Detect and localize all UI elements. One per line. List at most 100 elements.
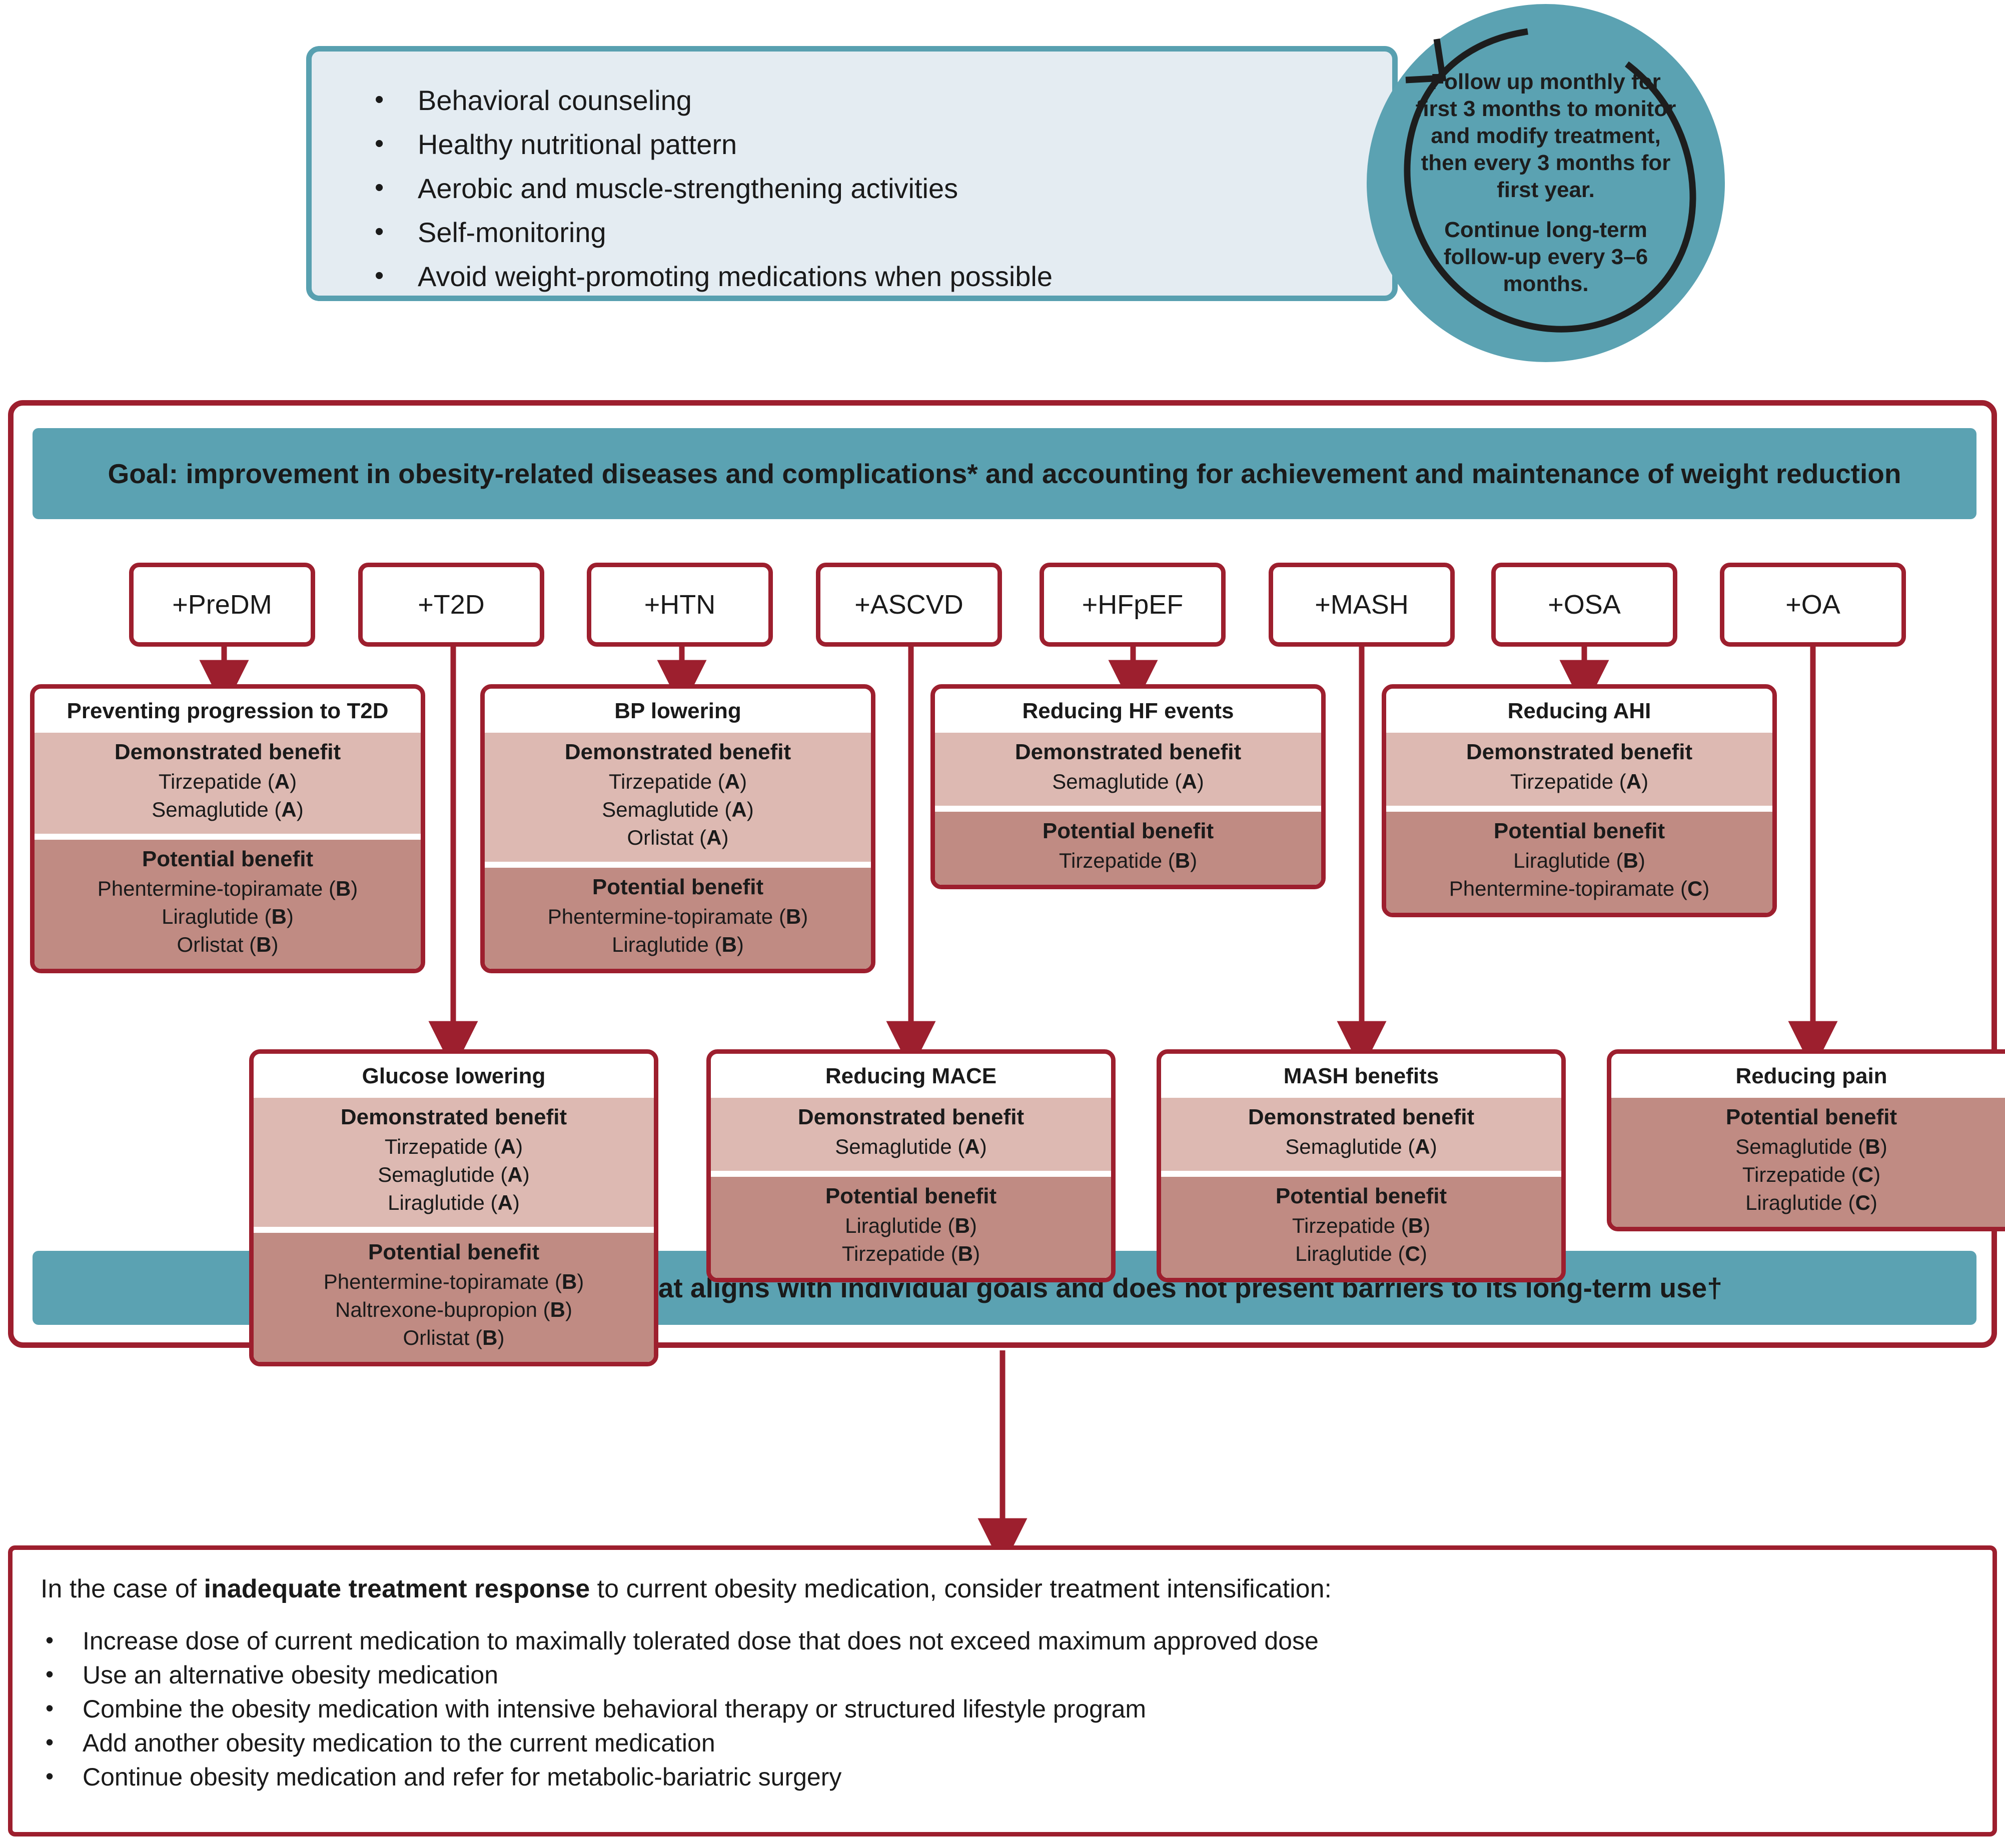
demonstrated-benefit-section: Demonstrated benefit Semaglutide (A) bbox=[935, 733, 1321, 806]
card-reducing-hf-events[interactable]: Reducing HF events Demonstrated benefit … bbox=[930, 684, 1326, 889]
medication-item: Orlistat (B) bbox=[403, 1326, 505, 1349]
condition-label: +ASCVD bbox=[854, 590, 963, 620]
card-bp-lowering[interactable]: BP lowering Demonstrated benefit Tirzepa… bbox=[480, 684, 875, 973]
demonstrated-benefit-section: Demonstrated benefit Tirzepatide (A) Sem… bbox=[485, 733, 871, 862]
medication-item: Semaglutide (B) bbox=[1735, 1135, 1887, 1158]
demonstrated-benefit-section: Demonstrated benefit Tirzepatide (A) bbox=[1386, 733, 1772, 806]
condition-pill-predm[interactable]: +PreDM bbox=[129, 563, 315, 647]
condition-pill-htn[interactable]: +HTN bbox=[587, 563, 773, 647]
potential-benefit-section: Potential benefit Liraglutide (B) Tirzep… bbox=[711, 1177, 1111, 1278]
medication-item: Semaglutide (A) bbox=[602, 798, 754, 821]
potential-benefit-section: Potential benefit Semaglutide (B) Tirzep… bbox=[1611, 1098, 2005, 1227]
list-item: Add another obesity medication to the cu… bbox=[41, 1725, 1964, 1760]
lifestyle-list: Behavioral counseling Healthy nutritiona… bbox=[312, 52, 1392, 299]
condition-pill-t2d[interactable]: +T2D bbox=[358, 563, 544, 647]
potential-benefit-section: Potential benefit Tirzepatide (B) bbox=[935, 812, 1321, 885]
section-heading: Potential benefit bbox=[142, 847, 314, 871]
section-heading: Demonstrated benefit bbox=[797, 1105, 1025, 1129]
list-item: Avoid weight-promoting medications when … bbox=[366, 254, 1392, 299]
section-heading: Potential benefit bbox=[825, 1184, 997, 1208]
potential-benefit-section: Potential benefit Tirzepatide (B) Liragl… bbox=[1161, 1177, 1561, 1278]
card-title: Reducing pain bbox=[1735, 1064, 1887, 1088]
list-item: Combine the obesity medication with inte… bbox=[41, 1691, 1964, 1726]
medication-item: Tirzepatide (A) bbox=[608, 770, 747, 793]
section-heading: Demonstrated benefit bbox=[1248, 1105, 1475, 1129]
medication-item: Naltrexone-bupropion (B) bbox=[335, 1298, 572, 1321]
card-glucose-lowering[interactable]: Glucose lowering Demonstrated benefit Ti… bbox=[249, 1049, 658, 1366]
potential-benefit-section: Potential benefit Phentermine-topiramate… bbox=[254, 1233, 654, 1362]
condition-pill-hfpef[interactable]: +HFpEF bbox=[1040, 563, 1226, 647]
intro-bold-phrase: inadequate treatment response bbox=[204, 1574, 590, 1603]
section-heading: Potential benefit bbox=[1725, 1105, 1897, 1129]
demonstrated-benefit-section: Demonstrated benefit Tirzepatide (A) Sem… bbox=[35, 733, 421, 834]
condition-label: +HTN bbox=[644, 590, 716, 620]
potential-benefit-section: Potential benefit Liraglutide (B) Phente… bbox=[1386, 812, 1772, 913]
lifestyle-interventions-box: Behavioral counseling Healthy nutritiona… bbox=[306, 46, 1398, 301]
condition-pill-mash[interactable]: +MASH bbox=[1269, 563, 1455, 647]
card-title: Reducing AHI bbox=[1507, 699, 1651, 723]
inadequate-response-box: In the case of inadequate treatment resp… bbox=[8, 1545, 1997, 1836]
section-heading: Potential benefit bbox=[592, 875, 764, 899]
condition-label: +OA bbox=[1785, 590, 1840, 620]
section-heading: Potential benefit bbox=[1493, 819, 1665, 843]
list-item: Aerobic and muscle-strengthening activit… bbox=[366, 166, 1392, 211]
potential-benefit-section: Potential benefit Phentermine-topiramate… bbox=[35, 840, 421, 969]
medication-item: Liraglutide (B) bbox=[612, 933, 744, 956]
medication-item: Liraglutide (B) bbox=[1513, 849, 1645, 872]
medication-item: Liraglutide (B) bbox=[845, 1214, 977, 1237]
condition-label: +OSA bbox=[1548, 590, 1621, 620]
section-heading: Demonstrated benefit bbox=[340, 1105, 567, 1129]
list-item: Behavioral counseling bbox=[366, 78, 1392, 123]
condition-label: +MASH bbox=[1315, 590, 1409, 620]
medication-item: Liraglutide (B) bbox=[162, 905, 294, 928]
goal-banner: Goal: improvement in obesity-related dis… bbox=[33, 428, 1976, 519]
medication-item: Semaglutide (A) bbox=[1052, 770, 1204, 793]
card-preventing-progression-to-t2d[interactable]: Preventing progression to T2D Demonstrat… bbox=[30, 684, 425, 973]
medication-item: Phentermine-topiramate (B) bbox=[97, 877, 358, 900]
medication-item: Liraglutide (A) bbox=[388, 1191, 520, 1214]
condition-label: +PreDM bbox=[172, 590, 272, 620]
medication-item: Tirzepatide (B) bbox=[1059, 849, 1198, 872]
card-title: Preventing progression to T2D bbox=[67, 699, 389, 723]
list-item: Use an alternative obesity medication bbox=[41, 1657, 1964, 1692]
card-title: MASH benefits bbox=[1283, 1064, 1439, 1088]
condition-label: +T2D bbox=[418, 590, 485, 620]
card-mash-benefits[interactable]: MASH benefits Demonstrated benefit Semag… bbox=[1157, 1049, 1566, 1282]
medication-item: Orlistat (A) bbox=[627, 826, 729, 849]
followup-text-primary: Follow up monthly for first 3 months to … bbox=[1415, 70, 1676, 202]
medication-item: Semaglutide (A) bbox=[152, 798, 304, 821]
condition-pill-oa[interactable]: +OA bbox=[1720, 563, 1906, 647]
card-reducing-pain[interactable]: Reducing pain Potential benefit Semaglut… bbox=[1607, 1049, 2005, 1231]
condition-pill-ascvd[interactable]: +ASCVD bbox=[816, 563, 1002, 647]
medication-item: Phentermine-topiramate (B) bbox=[323, 1270, 584, 1293]
demonstrated-benefit-section: Demonstrated benefit Semaglutide (A) bbox=[1161, 1098, 1561, 1171]
condition-pill-osa[interactable]: +OSA bbox=[1491, 563, 1677, 647]
medication-item: Semaglutide (A) bbox=[835, 1135, 987, 1158]
followup-circle: Follow up monthly for first 3 months to … bbox=[1367, 4, 1725, 362]
medication-item: Semaglutide (A) bbox=[378, 1163, 530, 1186]
medication-item: Tirzepatide (C) bbox=[1742, 1163, 1881, 1186]
card-title: Glucose lowering bbox=[362, 1064, 546, 1088]
list-item: Continue obesity medication and refer fo… bbox=[41, 1759, 1964, 1794]
potential-benefit-section: Potential benefit Phentermine-topiramate… bbox=[485, 868, 871, 969]
card-reducing-ahi[interactable]: Reducing AHI Demonstrated benefit Tirzep… bbox=[1382, 684, 1777, 917]
section-heading: Potential benefit bbox=[1042, 819, 1214, 843]
section-heading: Demonstrated benefit bbox=[564, 740, 791, 764]
medication-item: Liraglutide (C) bbox=[1745, 1191, 1877, 1214]
card-reducing-mace[interactable]: Reducing MACE Demonstrated benefit Semag… bbox=[706, 1049, 1116, 1282]
intensification-options-list: Increase dose of current medication to m… bbox=[41, 1623, 1964, 1794]
medication-item: Semaglutide (A) bbox=[1285, 1135, 1437, 1158]
section-heading: Demonstrated benefit bbox=[1015, 740, 1242, 764]
medication-item: Tirzepatide (A) bbox=[384, 1135, 523, 1158]
medication-item: Tirzepatide (B) bbox=[1292, 1214, 1431, 1237]
intro-suffix: to current obesity medication, consider … bbox=[590, 1574, 1332, 1603]
section-heading: Potential benefit bbox=[1275, 1184, 1447, 1208]
list-item: Healthy nutritional pattern bbox=[366, 122, 1392, 167]
medication-item: Phentermine-topiramate (B) bbox=[547, 905, 808, 928]
followup-text-secondary: Continue long-term follow-up every 3–6 m… bbox=[1443, 218, 1648, 296]
card-title: Reducing HF events bbox=[1022, 699, 1234, 723]
demonstrated-benefit-section: Demonstrated benefit Tirzepatide (A) Sem… bbox=[254, 1098, 654, 1227]
card-title: Reducing MACE bbox=[825, 1064, 997, 1088]
bottom-intro-text: In the case of inadequate treatment resp… bbox=[41, 1573, 1964, 1605]
